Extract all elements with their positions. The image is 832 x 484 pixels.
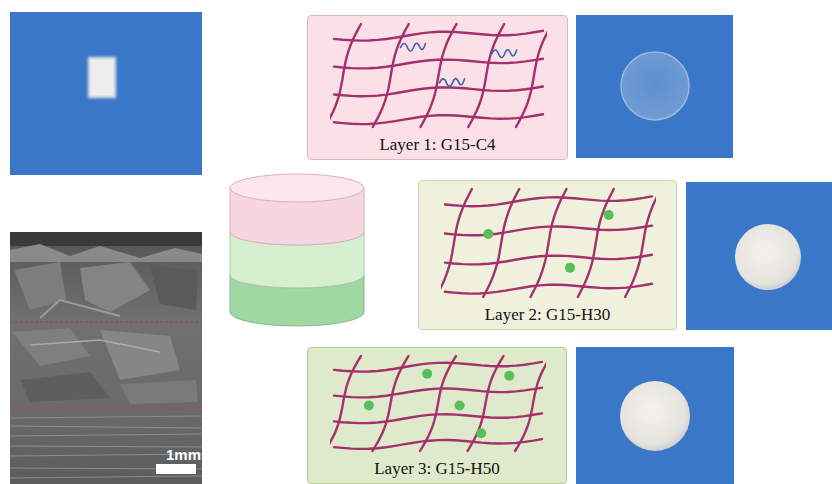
- sem-image: [10, 232, 202, 484]
- sample-photo: [10, 12, 202, 175]
- layer-label: Layer 3: G15-H50: [374, 459, 500, 479]
- layer-box: Layer 2: G15-H30: [418, 180, 677, 330]
- layered-cylinder: [230, 174, 364, 326]
- polymer-network: [330, 22, 547, 129]
- layer-box: Layer 3: G15-H50: [307, 347, 567, 484]
- layer-box: Layer 1: G15-C4: [307, 15, 568, 160]
- scale-bar-label: 1mm: [166, 446, 201, 463]
- layer-photo: [576, 347, 734, 484]
- polymer-network: [441, 187, 656, 299]
- layer-photo: [686, 182, 832, 330]
- layer-label: Layer 1: G15-C4: [379, 135, 495, 155]
- layer-photo: [576, 15, 733, 158]
- polymer-network: [330, 354, 546, 453]
- layer-label: Layer 2: G15-H30: [485, 305, 611, 325]
